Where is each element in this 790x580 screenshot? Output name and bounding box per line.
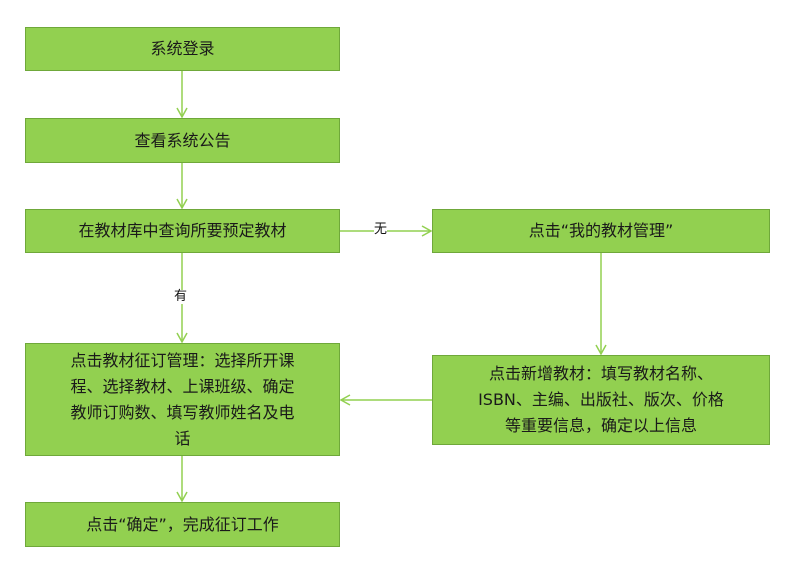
node-add-textbook-text: 点击新增教材：填写教材名称、 ISBN、主编、出版社、版次、价格 等重要信息，确… [478,361,724,439]
node-order-line-1: 点击教材征订管理：选择所开课 [70,350,295,370]
node-query-textbook: 在教材库中查询所要预定教材 [25,209,340,253]
node-login: 系统登录 [25,27,340,71]
node-add-line-1: 点击新增教材：填写教材名称、 [488,364,713,383]
node-order-line-4: 话 [174,428,191,448]
node-view-notice-text: 查看系统公告 [134,130,231,150]
node-login-text: 系统登录 [150,39,215,58]
node-confirm-order-text: 点击“确定”，完成征订工作 [86,514,279,534]
node-my-textbook-management-text: 点击“我的教材管理” [528,221,674,240]
node-query-textbook-text: 在教材库中查询所要预定教材 [78,221,287,240]
node-view-notice: 查看系统公告 [25,118,340,163]
node-add-line-3: 等重要信息，确定以上信息 [504,416,697,435]
node-confirm-order: 点击“确定”，完成征订工作 [25,502,340,547]
node-order-management: 点击教材征订管理：选择所开课 程、选择教材、上课班级、确定 教师订购数、填写教师… [25,343,340,456]
node-add-line-2: ISBN、主编、出版社、版次、价格 [478,390,724,409]
node-order-line-2: 程、选择教材、上课班级、确定 [70,376,295,396]
node-order-line-3: 教师订购数、填写教师姓名及电 [70,402,295,422]
node-my-textbook-management: 点击“我的教材管理” [432,209,770,253]
node-order-management-text: 点击教材征订管理：选择所开课 程、选择教材、上课班级、确定 教师订购数、填写教师… [70,348,294,452]
node-add-textbook: 点击新增教材：填写教材名称、 ISBN、主编、出版社、版次、价格 等重要信息，确… [432,355,770,445]
edge-label-none: 无 [374,222,388,237]
edge-label-have: 有 [174,289,188,304]
